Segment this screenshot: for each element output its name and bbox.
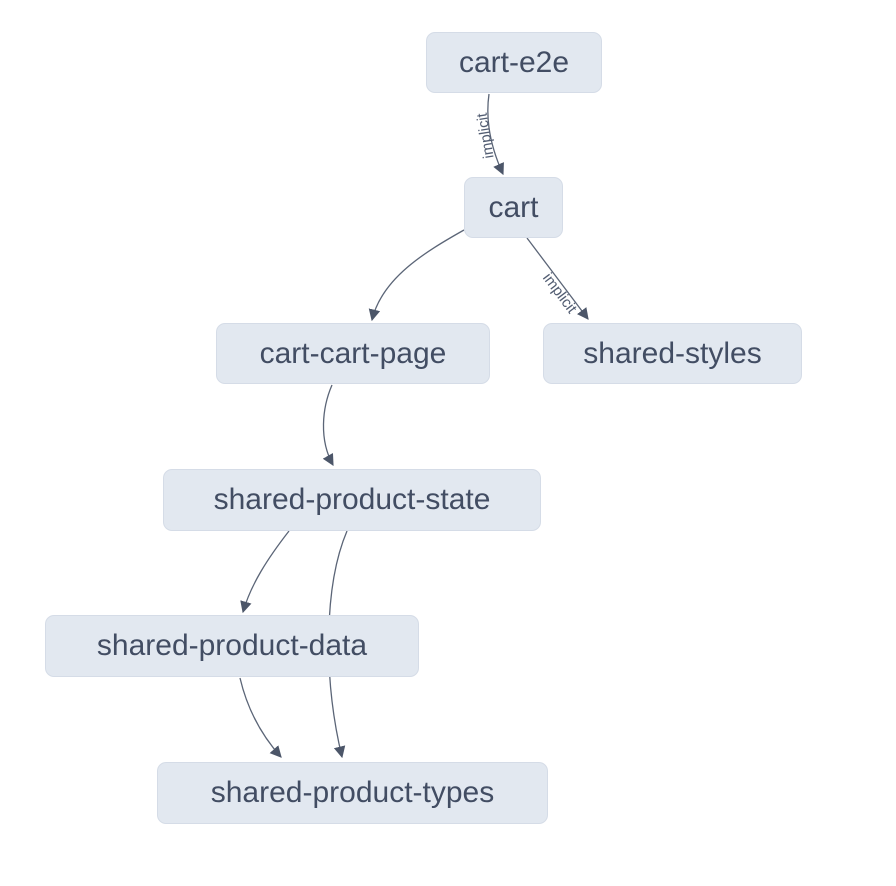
edge-cart-to-shared-styles (526, 237, 589, 320)
edge-label-implicit-cart-e2e: implicit (473, 111, 497, 160)
edge-shared-product-state-to-shared-product-data (240, 530, 290, 614)
edge-shared-product-data-to-shared-product-types (239, 677, 282, 758)
edge-cart-cart-page-to-shared-product-state (322, 384, 334, 467)
node-label-shared-product-data: shared-product-data (96, 629, 368, 662)
node-label-shared-styles: shared-styles (583, 336, 762, 370)
node-shared-product-data[interactable]: shared-product-data (45, 615, 419, 677)
node-label-shared-product-state: shared-product-state (213, 483, 491, 516)
edge-label-implicit-shared-styles: implicit (539, 270, 581, 318)
node-shared-product-state[interactable]: shared-product-state (163, 469, 541, 531)
node-cart-e2e[interactable]: cart-e2e (426, 32, 602, 93)
node-label-cart: cart (488, 190, 539, 224)
node-shared-product-types[interactable]: shared-product-types (157, 762, 548, 824)
edge-cart-to-cart-cart-page (368, 229, 465, 322)
node-label-shared-product-types: shared-product-types (210, 776, 495, 809)
node-cart-cart-page[interactable]: cart-cart-page (216, 323, 490, 384)
node-shared-styles[interactable]: shared-styles (543, 323, 802, 384)
node-cart[interactable]: cart (464, 177, 563, 238)
node-label-cart-cart-page: cart-cart-page (259, 336, 447, 370)
edge-cart-e2e-to-cart (487, 93, 504, 176)
node-label-cart-e2e: cart-e2e (458, 45, 570, 79)
